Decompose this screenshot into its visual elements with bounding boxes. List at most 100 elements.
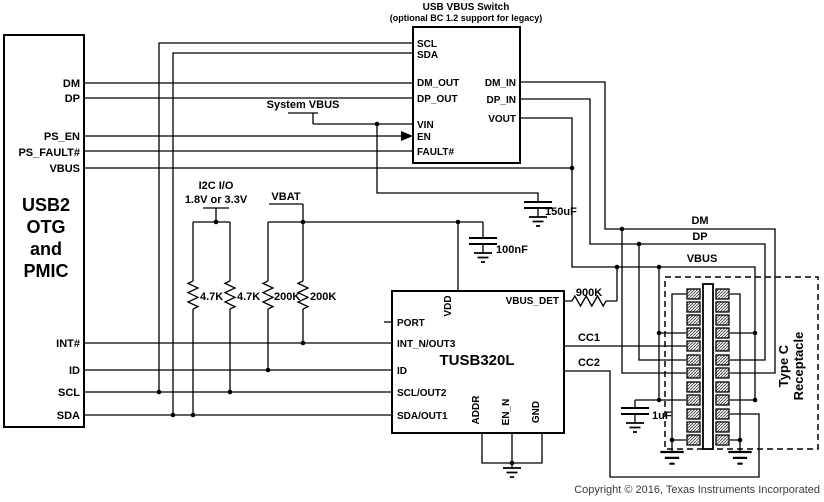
receptacle-pin-pad: [686, 340, 701, 352]
junction-dots: [156, 121, 758, 466]
vbus-switch-block: [412, 26, 521, 164]
receptacle-pin-pad: [715, 314, 730, 326]
pmic-pin-ps-en: PS_EN: [44, 131, 80, 143]
receptacle-pins: [686, 288, 730, 446]
junction-dot: [190, 412, 196, 418]
pmic-pin-sda: SDA: [57, 410, 80, 422]
junction-dot: [636, 241, 642, 247]
tusb-pin-gnd: GND: [531, 401, 542, 423]
receptacle-pin-pad: [715, 394, 730, 406]
wire-dm-in: [520, 81, 776, 374]
switch-pin-vout: VOUT: [488, 114, 516, 125]
pmic-pin-id: ID: [69, 365, 80, 377]
pmic-pin-scl: SCL: [58, 387, 80, 399]
receptacle-pin-pad: [715, 381, 730, 393]
receptacle-pin-pad: [686, 408, 701, 420]
labels: USB2 OTG and PMIC DM DP PS_EN PS_FAULT# …: [18, 2, 820, 496]
capacitor-100nf: [469, 237, 497, 245]
junction-dot: [619, 226, 625, 232]
junction-dot: [213, 219, 219, 225]
net-label-i2c-2: 1.8V or 3.3V: [185, 194, 248, 206]
wire-cc2: [564, 370, 760, 478]
junction-dot: [156, 389, 162, 395]
resistor-4.7k-sda: [186, 280, 200, 310]
net-label-dm: DM: [691, 215, 708, 227]
switch-pin-scl: SCL: [417, 39, 437, 50]
value-r-vbusdet: 900K: [576, 287, 602, 299]
junction-dot: [170, 412, 176, 418]
wire-r900k-leads: [564, 267, 618, 302]
wire-shield-left: [671, 293, 686, 452]
net-label-cc1: CC1: [578, 332, 600, 344]
net-label-system-vbus: System VBUS: [267, 99, 340, 111]
junction-dot: [752, 330, 758, 336]
tusb-name: TUSB320L: [439, 352, 514, 369]
value-c-vdd: 100nF: [496, 244, 528, 256]
wire-dp-in: [520, 98, 766, 361]
receptacle-pin-pad: [715, 408, 730, 420]
resistor-900k-vbusdet: [571, 294, 607, 308]
tusb-pin-int: INT_N/OUT3: [397, 339, 456, 350]
wire-vout-vbus: [520, 117, 756, 400]
value-r-sda: 4.7K: [200, 291, 223, 303]
wire-scl-to-switch: [158, 42, 413, 392]
receptacle-pin-pad: [686, 421, 701, 433]
switch-pin-fault: FAULT#: [417, 147, 454, 158]
switch-pin-sda: SDA: [417, 50, 438, 61]
junction-dot: [300, 340, 306, 346]
pmic-pin-ps-fault: PS_FAULT#: [18, 147, 80, 159]
switch-pin-dpin: DP_IN: [487, 95, 516, 106]
pmic-block: [3, 34, 85, 428]
value-c-vbus: 1uF: [652, 410, 672, 422]
en-arrow-icon: [401, 131, 413, 141]
junction-dot: [509, 460, 515, 466]
receptacle-pin-pad: [686, 301, 701, 313]
switch-pin-dmout: DM_OUT: [417, 78, 459, 89]
net-label-i2c-1: I2C I/O: [199, 180, 234, 192]
pmic-pin-int: INT#: [56, 338, 80, 350]
receptacle-label-line2: Receptacle: [791, 332, 806, 401]
junction-dot: [569, 165, 575, 171]
tusb320l-block: [391, 290, 565, 434]
junction-dot: [737, 437, 743, 443]
pmic-title-line2: OTG: [27, 217, 66, 237]
receptacle-pin-pad: [686, 327, 701, 339]
receptacle-pin-pad: [715, 288, 730, 300]
value-c-vin: 150uF: [545, 206, 577, 218]
net-label-dp: DP: [692, 231, 707, 243]
value-r-id: 200K: [274, 291, 300, 303]
wire-system-vbus: [288, 112, 413, 125]
receptacle-pin-pad: [715, 327, 730, 339]
pmic-title-line1: USB2: [22, 195, 70, 215]
receptacle-pin-pad: [686, 314, 701, 326]
switch-title: USB VBUS Switch: [423, 2, 510, 13]
tusb-pin-port: PORT: [397, 318, 425, 329]
type-c-receptacle-box: [664, 276, 819, 450]
switch-pin-dmin: DM_IN: [485, 78, 516, 89]
receptacle-pin-pad: [715, 301, 730, 313]
receptacle-pin-pad: [715, 340, 730, 352]
resistor-200k-int: [296, 280, 310, 310]
value-r-scl: 4.7K: [237, 291, 260, 303]
wire-dp-left-branch: [638, 244, 686, 361]
tusb-pin-addr: ADDR: [471, 395, 482, 425]
capacitor-1uf: [621, 407, 649, 415]
receptacle-pin-pad: [715, 354, 730, 366]
tusb-pin-scl: SCL/OUT2: [397, 388, 447, 399]
tusb-pin-enn: EN_N: [501, 399, 512, 426]
receptacle-pin-pad: [715, 367, 730, 379]
receptacle-pin-pad: [686, 354, 701, 366]
net-label-cc2: CC2: [578, 357, 600, 369]
tusb-pin-id: ID: [397, 366, 407, 377]
junction-dot: [656, 330, 662, 336]
junction-dot: [752, 397, 758, 403]
junction-dot: [227, 389, 233, 395]
receptacle-pin-pad: [686, 434, 701, 446]
switch-pin-dpout: DP_OUT: [417, 94, 458, 105]
tusb-pin-vdd: VDD: [443, 295, 454, 316]
switch-pin-en: EN: [417, 132, 431, 143]
net-label-vbat: VBAT: [271, 191, 300, 203]
value-r-int: 200K: [310, 291, 336, 303]
resistor-200k-id: [261, 280, 275, 310]
